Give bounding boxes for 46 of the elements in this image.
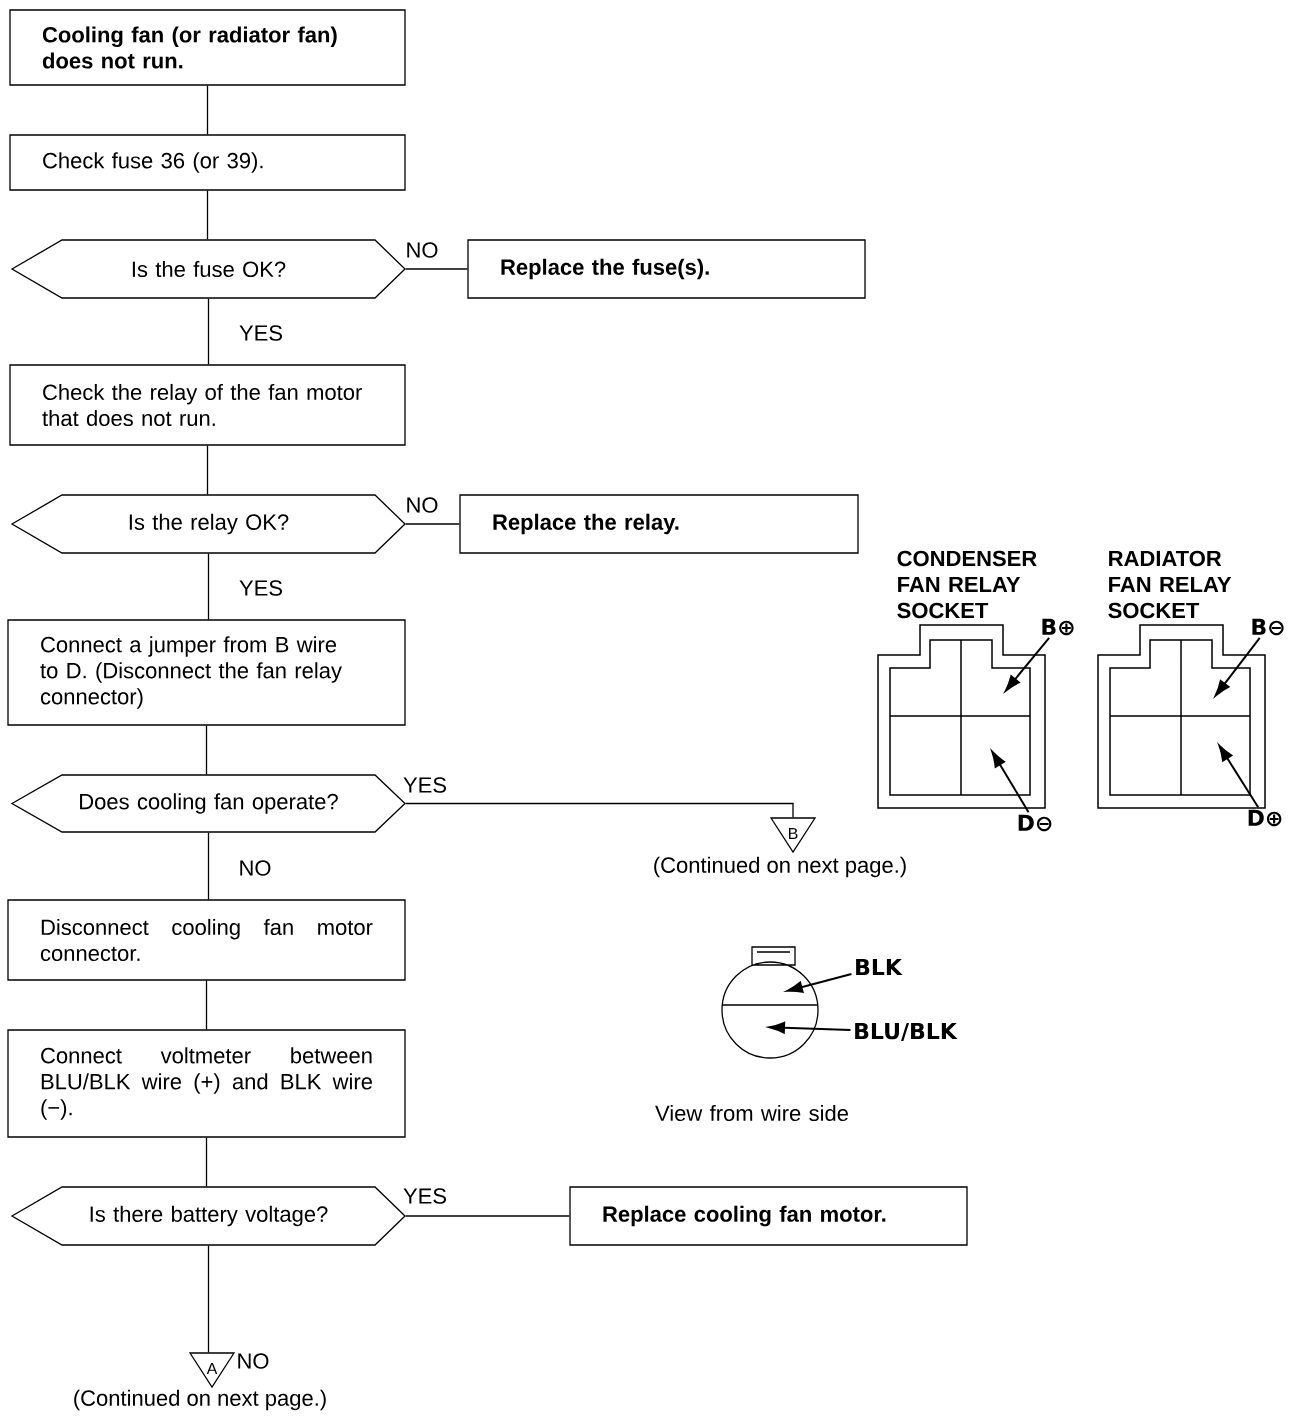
connector-line — [207, 553, 210, 620]
pin-label: BLU/BLK — [855, 1022, 958, 1042]
process-box: Disconnect cooling fan motor connector. — [7, 899, 406, 981]
process-box: Cooling fan (or radiator fan) does not run. — [9, 9, 406, 86]
process-box: Connect voltmeter between BLU/BLK wire (+) and BLK wire (−). — [7, 1029, 406, 1138]
leader-line — [1005, 636, 1051, 692]
connector-line — [205, 725, 208, 775]
leader-line — [768, 1021, 852, 1034]
continuation-note: (Continued on next page.) — [74, 1389, 326, 1411]
connector-line — [405, 268, 468, 270]
edge-label: YES — [238, 579, 284, 597]
process-box: Replace the fuse(s). — [467, 239, 866, 299]
process-box: Connect a jumper from B wire to D. (Disconnect the fan relay connector) — [7, 619, 406, 726]
edge-label: NO — [404, 241, 440, 259]
pin-label: B⊖ — [1252, 618, 1284, 636]
caption-text: CONDENSER FAN RELAY SOCKET — [897, 550, 1037, 619]
connector-line — [405, 523, 460, 525]
connector-line — [207, 832, 210, 900]
leader-line — [991, 751, 1030, 814]
pin-label: D⊕ — [1248, 809, 1282, 827]
caption-text: RADIATOR FAN RELAY SOCKET — [1108, 550, 1232, 619]
connector-line — [405, 1215, 570, 1217]
process-box: Check fuse 36 (or 39). — [9, 134, 406, 191]
connector-line — [207, 1245, 210, 1353]
edge-label: NO — [235, 1352, 271, 1370]
process-box: Replace cooling fan motor. — [569, 1186, 968, 1246]
leader-line — [1214, 636, 1261, 697]
connector-line — [205, 980, 208, 1030]
pin-label: B⊕ — [1042, 618, 1074, 636]
leader-line — [786, 973, 853, 993]
pin-label: D⊖ — [1018, 814, 1052, 832]
edge-label: NO — [237, 859, 273, 877]
edge-label: YES — [238, 324, 284, 342]
connector-line — [405, 802, 794, 818]
caption-text: View from wire side — [655, 1104, 848, 1122]
pin-label: BLK — [856, 959, 903, 976]
connector-line — [205, 1137, 208, 1187]
connector-line — [206, 85, 209, 135]
process-box: Replace the relay. — [459, 494, 859, 554]
leader-line — [1218, 745, 1260, 809]
continuation-note: (Continued on next page.) — [654, 856, 906, 878]
edge-label: NO — [404, 496, 440, 514]
connector-line — [206, 190, 209, 240]
connector-line — [207, 298, 210, 365]
connector-line — [206, 445, 209, 495]
process-box: Check the relay of the fan motor that does not run. — [9, 364, 406, 446]
